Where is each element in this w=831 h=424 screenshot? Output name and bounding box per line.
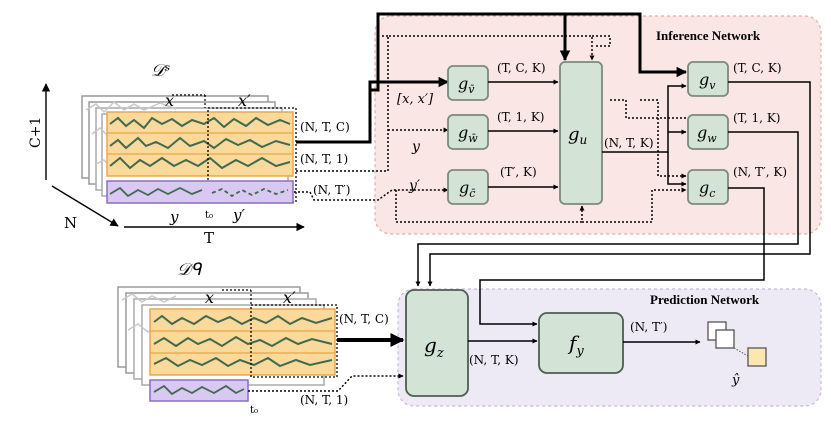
input-y-label: y (411, 139, 421, 155)
input-yp-label: y′ (408, 178, 421, 194)
shape-nt1-support: (N, T, 1) (300, 152, 348, 166)
g-z-out-shape: (N, T, K) (469, 353, 519, 367)
svg-text:gc: gc (699, 178, 715, 200)
input-xx-label: [x, x′] (397, 92, 434, 107)
svg-text:gz: gz (424, 333, 444, 361)
query-set: 𝒟ᑫ x x′ t₀ (117, 260, 338, 416)
module-f-y: fy (538, 312, 624, 374)
g-u-out-shape: (N, T, K) (604, 136, 654, 150)
output-y-hat: ŷ (707, 321, 767, 388)
shape-nt1-query: (N, T, 1) (300, 393, 348, 407)
support-t0-label: t₀ (205, 210, 213, 221)
support-x-label: x (165, 91, 174, 110)
svg-text:gw̄: gw̄ (458, 123, 478, 145)
support-set: 𝒟ˢ x x′ y y′ t₀ C+1 N (28, 61, 305, 247)
support-y-label: y (169, 208, 179, 226)
module-g-z: gz (405, 289, 469, 397)
g-v-out-shape: (T, C, K) (733, 61, 782, 75)
support-x-prime-label: x′ (238, 91, 251, 110)
g-c-out-shape: (N, T′, K) (733, 165, 787, 179)
query-x-label: x (205, 288, 214, 307)
query-t0-label: t₀ (250, 405, 258, 416)
svg-text:gc̄: gc̄ (459, 178, 476, 200)
module-g-w-bar: gw̄ (447, 114, 489, 150)
f-y-out-shape: (N, T′) (630, 320, 667, 334)
module-g-c: gc (687, 169, 729, 205)
module-g-u: gu (559, 61, 603, 205)
g-c-bar-out-shape: (T′, K) (500, 165, 537, 179)
y-hat-label: ŷ (731, 373, 740, 388)
support-y-prime-label: y′ (232, 206, 245, 224)
axis-n-label: N (64, 214, 77, 232)
prediction-network-title: Prediction Network (650, 292, 760, 307)
g-v-bar-out-shape: (T, C, K) (497, 61, 546, 75)
shape-ntc-support: (N, T, C) (300, 120, 350, 134)
shape-ntc-query: (N, T, C) (339, 312, 389, 326)
support-set-label: 𝒟ˢ (151, 61, 171, 81)
shape-ntp-support: (N, T′) (313, 183, 350, 197)
svg-text:gv: gv (699, 70, 716, 92)
module-g-c-bar: gc̄ (447, 169, 489, 205)
svg-text:gw: gw (697, 123, 717, 145)
query-x-prime-label: x′ (283, 288, 296, 307)
module-g-v-bar: gv̄ (447, 65, 489, 101)
module-g-w: gw (687, 114, 729, 150)
svg-text:gu: gu (568, 124, 587, 147)
g-w-bar-out-shape: (T, 1, K) (497, 110, 544, 124)
inference-network-title: Inference Network (656, 28, 761, 43)
module-g-v: gv (687, 61, 729, 97)
query-set-label: 𝒟ᑫ (177, 260, 203, 280)
axis-c-label: C+1 (28, 117, 44, 148)
support-y-panel (106, 180, 294, 204)
axis-t-label: T (204, 229, 214, 247)
svg-text:gv̄: gv̄ (458, 74, 475, 96)
g-w-out-shape: (T, 1, K) (733, 111, 780, 125)
